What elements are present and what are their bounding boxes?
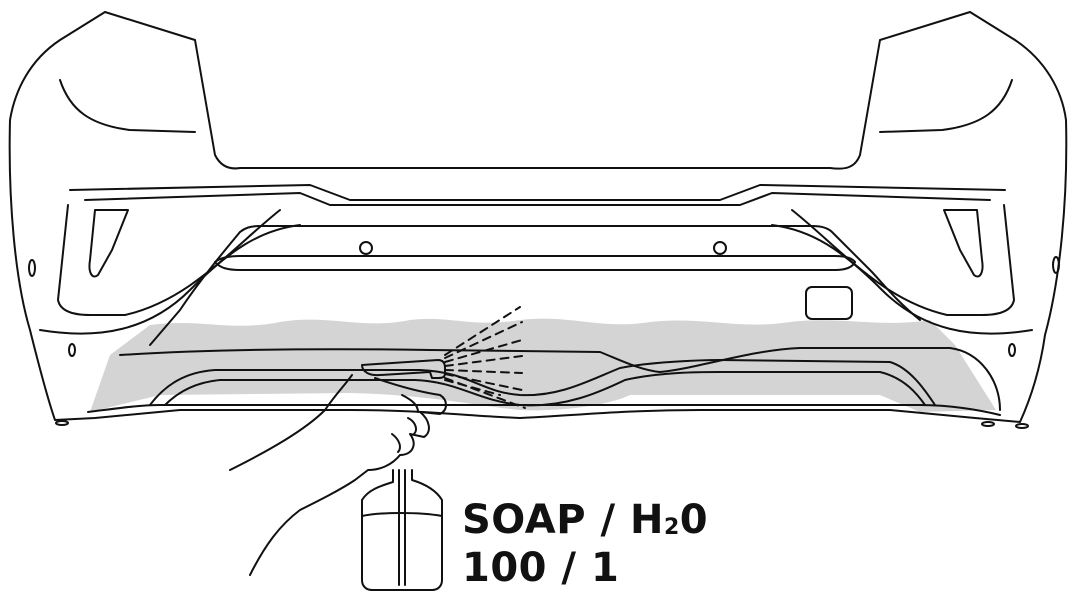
plate-line-lower: [214, 261, 856, 271]
clip-right: [1015, 423, 1029, 429]
right-side-crease: [771, 224, 1033, 335]
bumper-top-line-inner: [84, 192, 991, 206]
right-reflector-recess: [791, 204, 1015, 316]
parking-sensor-right: [713, 241, 727, 255]
dilution-label: SOAP / H20: [462, 500, 708, 540]
spray-bottle-liquid: [361, 512, 443, 517]
right-reflector: [943, 209, 984, 278]
left-reflector-recess: [57, 204, 281, 316]
spray-mist-icon: [444, 306, 526, 409]
body-crease: [59, 79, 1013, 133]
diffuser-channel-inner: [164, 371, 926, 407]
wet-zone: [90, 318, 996, 412]
soap-water-text: SOAP / H: [462, 497, 664, 543]
parking-sensor-left: [359, 241, 373, 255]
bumper-top-line: [69, 184, 1006, 201]
left-side-crease: [39, 224, 301, 335]
tow-hook-cover: [805, 286, 853, 320]
hand-fingers: [391, 394, 419, 453]
hand-icon: [229, 374, 447, 576]
side-sensor-left: [68, 343, 76, 357]
dilution-ratio: 100 / 1: [462, 545, 620, 591]
plate-recess: [239, 225, 921, 321]
water-subscript: 2: [663, 515, 680, 540]
diffuser-bottom: [87, 404, 1001, 416]
side-marker-right: [1052, 256, 1060, 274]
diffuser-outline: [119, 347, 1001, 411]
spray-bottle-neck: [361, 469, 443, 591]
plate-line-upper: [214, 255, 856, 263]
side-marker-left: [28, 259, 36, 277]
left-reflector: [88, 209, 129, 278]
bumper-outline: [8, 11, 1068, 423]
spray-bottle-tube: [398, 469, 406, 586]
plate-recess-left: [149, 231, 241, 346]
clip-left: [55, 420, 69, 426]
clip-center-right: [981, 421, 995, 427]
diffuser-channel: [149, 359, 936, 406]
side-sensor-right: [1008, 343, 1016, 357]
spray-bottle-icon: [361, 359, 446, 379]
water-tail-text: 0: [679, 497, 709, 543]
